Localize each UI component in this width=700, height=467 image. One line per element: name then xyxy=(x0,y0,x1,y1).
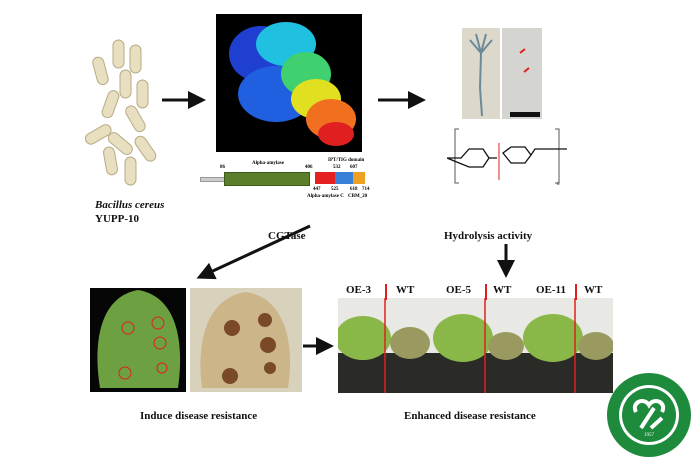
bacteria-cells-illustration xyxy=(85,39,157,186)
ipt-tig-domain xyxy=(335,172,353,184)
stained-leaf-image xyxy=(190,288,302,392)
position-label: 532 xyxy=(333,165,341,170)
alpha-amylase-domain xyxy=(224,172,310,186)
enhanced-disease-resistance-label: Enhanced disease resistance xyxy=(404,410,536,422)
cbm20-domain xyxy=(353,172,365,184)
alpha-amylase-c-domain xyxy=(315,172,335,184)
bacteria-species-label: Bacillus cereus xyxy=(95,199,165,211)
chitin-chemical-structure: n xyxy=(447,128,567,187)
position-label: 525 xyxy=(331,187,339,192)
alpha-amylase-label: Alpha-amylase xyxy=(252,161,284,166)
induce-disease-resistance-label: Induce disease resistance xyxy=(140,410,258,422)
fungal-micrograph-images xyxy=(462,28,542,119)
transgenic-plants-photo xyxy=(338,298,613,393)
cbm20-label: CBM_20 xyxy=(348,194,368,199)
cgtase-label: CGTase xyxy=(268,230,306,242)
alpha-amylase-c-label: Alpha-amylase C xyxy=(307,194,344,199)
institute-logo: 1957 xyxy=(607,373,691,457)
protein-structure-image xyxy=(216,14,362,152)
treated-leaf-image xyxy=(90,288,186,392)
position-label: 714 xyxy=(362,187,370,192)
group-label-oe11: OE-11 xyxy=(536,284,566,296)
group-label-wt: WT xyxy=(584,284,603,296)
position-label: 447 xyxy=(313,187,321,192)
position-label: 406 xyxy=(305,165,313,170)
domain-diagram: Alpha-amylase IPT/TIG domain Alpha-amyla… xyxy=(200,158,370,205)
group-label-oe5: OE-5 xyxy=(446,284,472,296)
group-label-oe3: OE-3 xyxy=(346,284,372,296)
logo-year: 1957 xyxy=(644,433,655,438)
group-label-wt: WT xyxy=(396,284,415,296)
ipt-tig-label: IPT/TIG domain xyxy=(328,158,365,163)
group-label-wt: WT xyxy=(493,284,512,296)
position-label: 607 xyxy=(350,165,358,170)
arrow-cgtase-to-leaves xyxy=(196,224,311,280)
polymer-subscript: n xyxy=(557,182,560,187)
position-label: 618 xyxy=(350,187,358,192)
bacteria-strain-label: YUPP-10 xyxy=(95,213,139,225)
plant-group-labels: OE-3 WT OE-5 WT OE-11 WT xyxy=(338,284,613,296)
hydrolysis-activity-label: Hydrolysis activity xyxy=(444,230,533,242)
position-label: 86 xyxy=(220,165,225,170)
